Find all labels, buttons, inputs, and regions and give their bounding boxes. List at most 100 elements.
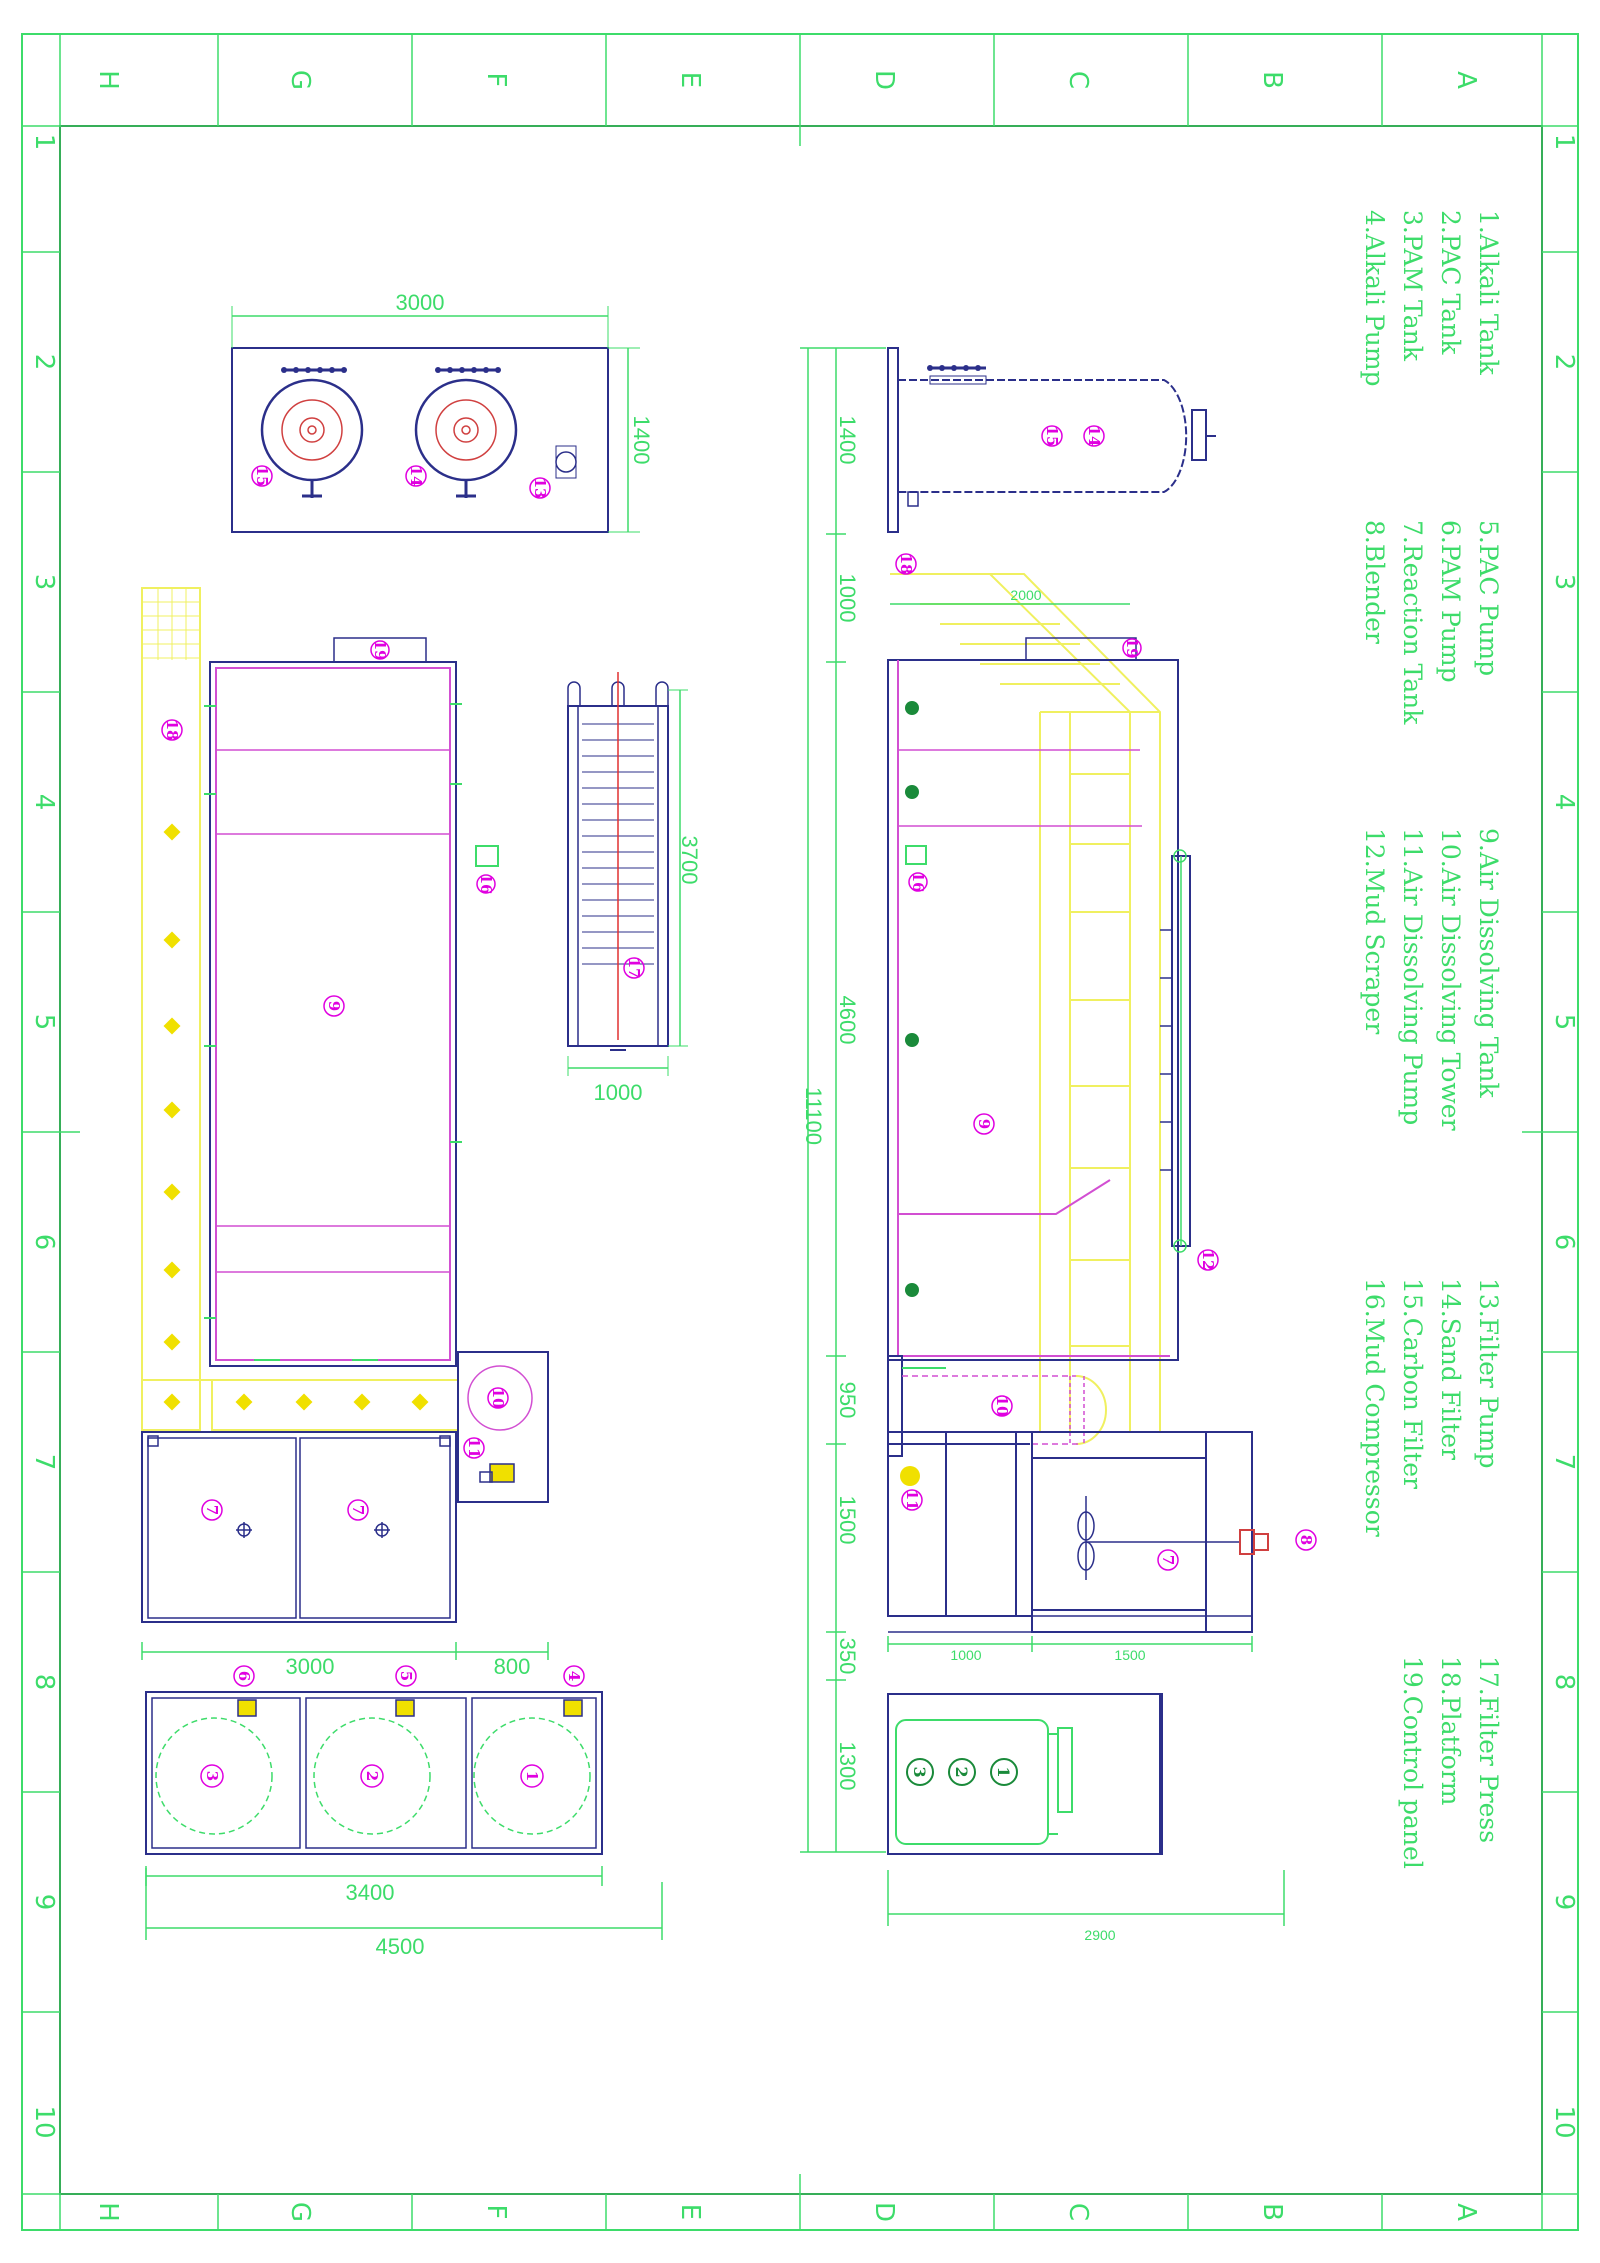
dim-filter-width: 3000 [396,290,445,315]
zone-letter-top-h: H [93,70,123,90]
zone-letter-bottom-c: C [1063,2203,1093,2221]
legend-item-18: 18.Platform [1436,1656,1465,1806]
tag-11-side: 11 [903,1490,921,1511]
dim-total-length: 11100 [801,1087,826,1145]
legend-item-17: 17.Filter Press [1474,1656,1503,1843]
side-view-dims [800,347,886,1853]
tag-1-top: 1 [523,1771,541,1781]
tag-7-top-a: 7 [203,1505,221,1515]
filter-tank-side-view [887,347,1216,533]
top-zone-dividers [217,34,1383,2230]
air-dissolving-tank-top-view [204,637,462,1367]
legend-item-15: 15.Carbon Filter [1398,1278,1427,1489]
zone-letter-bottom-d: D [869,2202,899,2222]
mud-compressor-top-view [475,845,499,894]
tag-9-side: 9 [975,1119,993,1129]
zone-num-left-10: 10 [29,2105,59,2138]
tag-4-top: 4 [565,1671,583,1681]
base-dims [887,1636,1253,1652]
zone-num-left-1: 1 [29,134,59,151]
zone-num-right-2: 2 [1549,354,1579,371]
tag-1-side: 1 [994,1766,1013,1777]
dim-reaction-pump: 800 [494,1654,531,1679]
tag-5-top: 5 [397,1671,415,1681]
zone-num-left-6: 6 [29,1234,59,1251]
zone-num-left-4: 4 [29,794,59,811]
dim-press-length: 3700 [677,836,702,885]
reaction-dims [141,1642,549,1660]
tag-8-side: 8 [1297,1535,1315,1545]
zone-letter-bottom-f: F [481,2205,511,2220]
dim-side-350: 350 [835,1638,860,1675]
dosing-tanks-top-view [145,1691,603,1855]
dim-total-width: 4500 [376,1934,425,1959]
side-zone-dividers [22,251,1578,2013]
zone-letter-bottom-h: H [93,2202,123,2222]
outer-frame [21,33,1579,2231]
zone-num-right-10: 10 [1549,2105,1579,2138]
tag-19-side: 19 [1123,638,1141,659]
zone-letter-top-a: A [1451,71,1481,89]
zone-letter-top-d: D [869,70,899,90]
zone-letter-top-c: C [1063,71,1093,89]
legend-item-10: 10.Air Dissolving Tower [1436,828,1465,1131]
legend-item-11: 11.Air Dissolving Pump [1398,828,1427,1125]
dosing-dims [145,1866,663,1940]
dosing-tanks-side-view [887,1693,1163,1855]
zone-num-left-7: 7 [29,1454,59,1471]
zone-num-right-1: 1 [1549,134,1579,151]
dim-filter-depth: 1400 [629,416,654,465]
zone-num-right-3: 3 [1549,574,1579,591]
tag-16-top: 16 [477,874,495,895]
legend-item-13: 13.Filter Pump [1474,1278,1503,1468]
dim-side-1400: 1400 [835,416,860,465]
legend-item-8: 8.Blender [1360,520,1389,644]
legend-item-9: 9.Air Dissolving Tank [1474,828,1503,1098]
legend-item-6: 6.PAM Pump [1436,520,1465,683]
legend-item-12: 12.Mud Scraper [1360,828,1389,1034]
dim-base-1000: 1000 [950,1647,981,1663]
legend-item-4: 4.Alkali Pump [1360,210,1389,387]
tag-17-top: 17 [625,958,643,979]
zone-num-left-9: 9 [29,1894,59,1911]
dim-platform-2000: 2000 [1010,587,1041,603]
zone-letter-top-e: E [675,72,705,88]
tag-12-side: 12 [1199,1250,1217,1271]
zone-num-left-2: 2 [29,354,59,371]
tag-3-side: 3 [910,1766,929,1777]
tag-14-top: 14 [407,466,425,487]
dim-side-1300: 1300 [835,1742,860,1791]
dosing-side-dim [887,1870,1285,1926]
legend: 1.Alkali Tank 2.PAC Tank 3.PAM Tank 4.Al… [1360,210,1503,1869]
tag-11-top: 11 [465,1438,483,1459]
zone-num-right-6: 6 [1549,1234,1579,1251]
air-dissolving-tower-top-view [457,1351,549,1503]
tag-15-side: 15 [1043,426,1061,447]
zone-num-right-5: 5 [1549,1014,1579,1031]
zone-letter-bottom-b: B [1257,2203,1287,2221]
tag-13-top: 13 [531,478,549,499]
dim-side-1500: 1500 [835,1496,860,1545]
legend-item-5: 5.PAC Pump [1474,520,1503,676]
tag-19-top: 19 [371,640,389,661]
zone-num-right-4: 4 [1549,794,1579,811]
legend-item-3: 3.PAM Tank [1398,210,1427,362]
tag-2-side: 2 [952,1766,971,1777]
tag-16-side: 16 [909,872,927,893]
legend-item-7: 7.Reaction Tank [1398,520,1427,725]
reaction-tank-side-view [887,1431,1269,1633]
zone-num-left-3: 3 [29,574,59,591]
legend-item-19: 19.Control panel [1398,1656,1427,1869]
platform-posts [163,823,429,1411]
dim-dosing-width: 3400 [346,1880,395,1905]
legend-item-2: 2.PAC Tank [1436,210,1465,355]
zone-num-right-8: 8 [1549,1674,1579,1691]
filter-unit-top-view: 3000 1400 [231,290,654,533]
air-dissolving-tank-side-view [887,637,1191,1361]
tag-18-top: 18 [163,720,181,741]
dim-reaction-width: 3000 [286,1654,335,1679]
zone-letter-bottom-e: E [675,2204,705,2220]
tag-3-top: 3 [203,1771,221,1781]
dim-dosing-2900: 2900 [1084,1927,1115,1943]
